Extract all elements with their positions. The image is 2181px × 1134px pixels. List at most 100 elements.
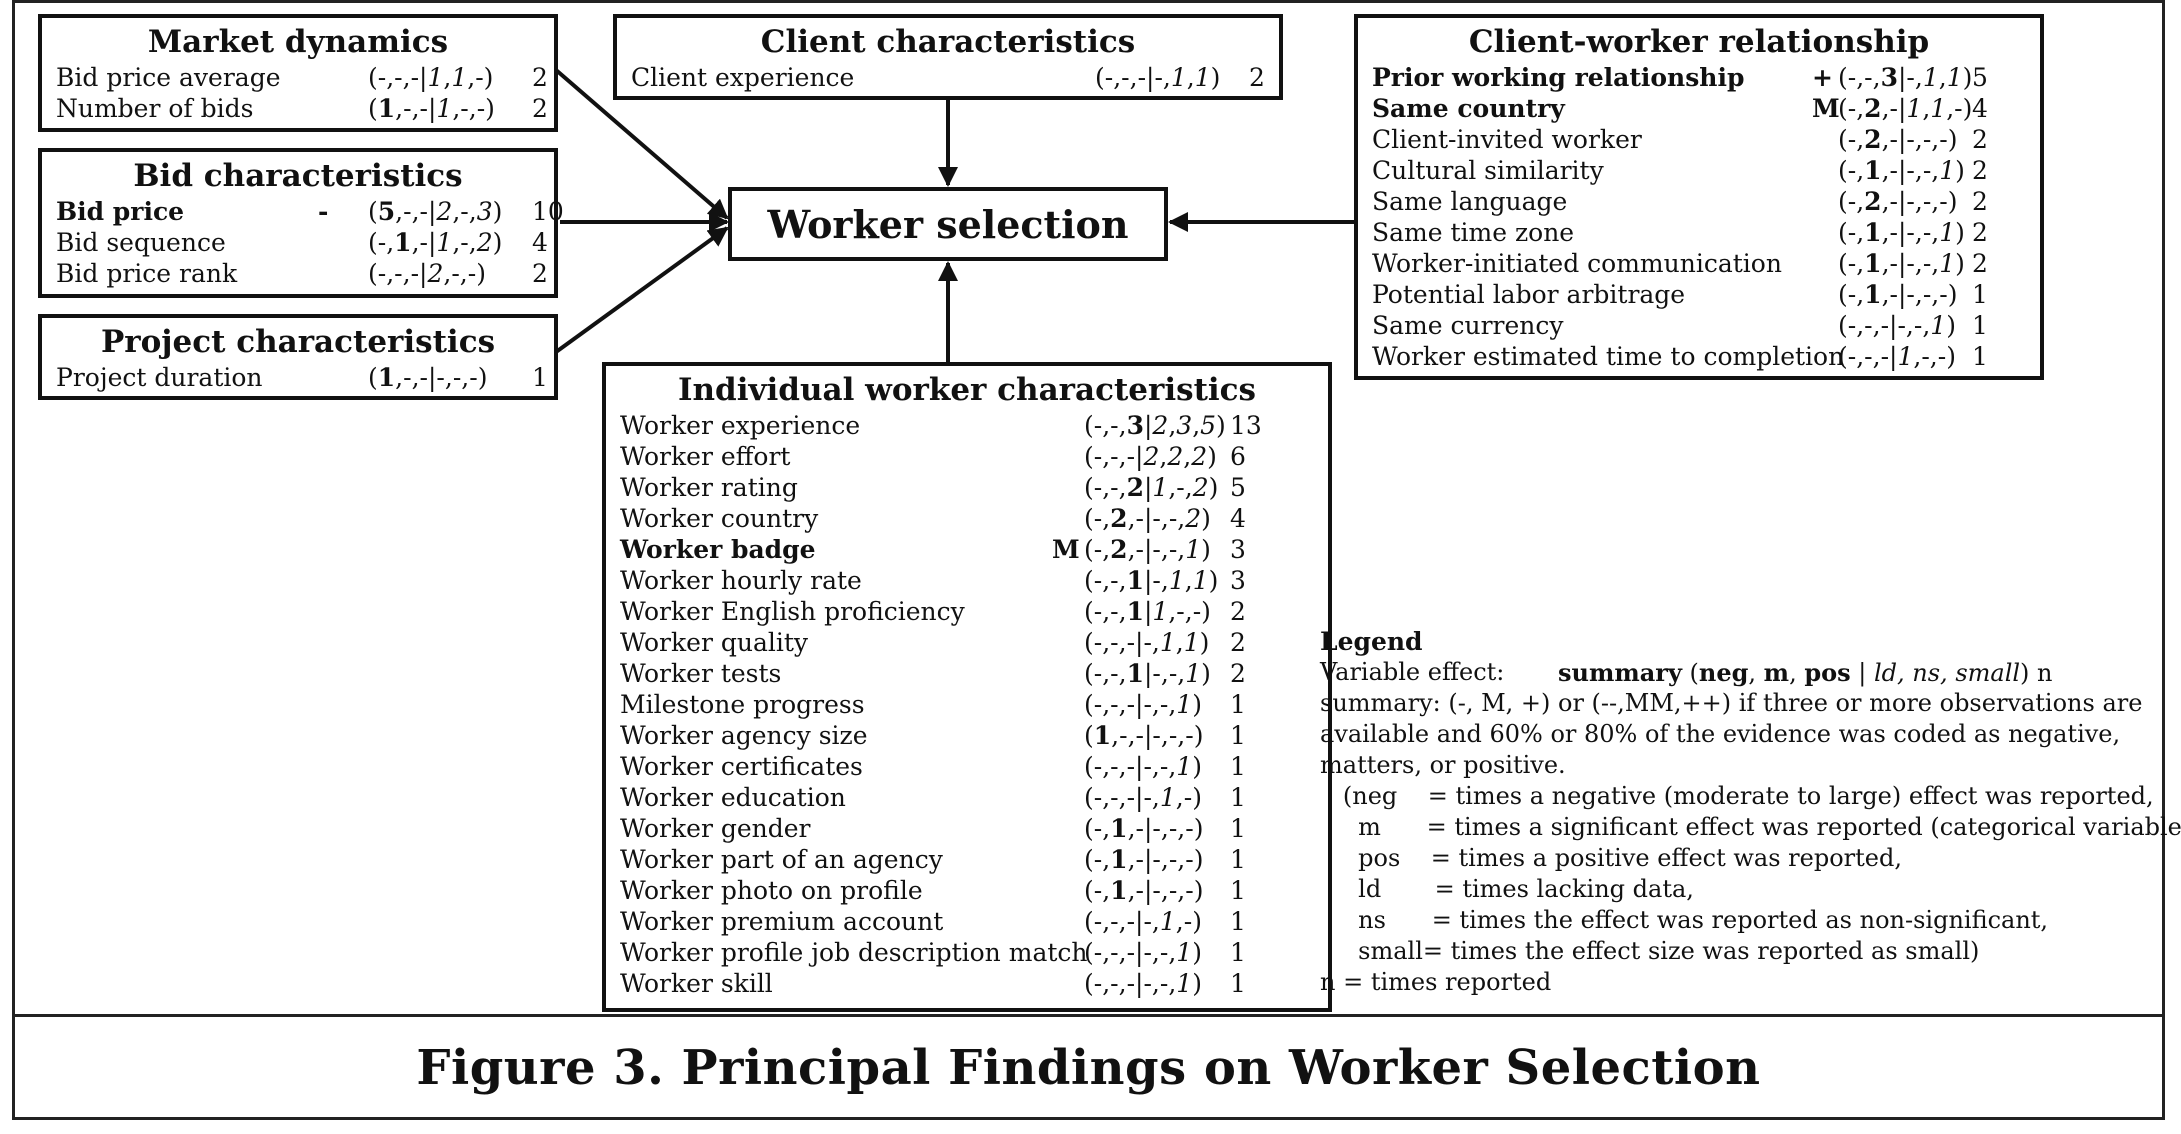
variable-label: Worker certificates	[620, 752, 863, 781]
code-cell: -	[1093, 938, 1103, 967]
code-cell: 1	[1939, 249, 1956, 278]
code-cell: -	[1185, 814, 1194, 843]
code-cell: -	[1110, 597, 1119, 626]
variable-code: (-,2,-|-,-,-)	[1838, 125, 1958, 154]
code-cell: -	[1954, 94, 1963, 123]
variable-count: 2	[532, 63, 548, 92]
legend-line: available and 60% or 80% of the evidence…	[1320, 720, 2121, 748]
legend-variable-effect: Variable effect: summary (neg, m, pos | …	[1320, 657, 2181, 688]
code-cell: 1	[1185, 659, 1202, 688]
code-cell: -	[1152, 845, 1161, 874]
legend-line: m = times a significant effect was repor…	[1320, 813, 2181, 841]
variable-label: Worker effort	[620, 442, 791, 471]
code-cell: -	[1176, 597, 1185, 626]
code-cell: -	[1093, 752, 1103, 781]
code-cell: 1	[1922, 63, 1939, 92]
variable-row: Worker education(-,-,-|-,1,-)1	[606, 782, 1328, 813]
variable-code: (1,-,-|-,-,-)	[1084, 721, 1204, 750]
legend-m-word: m	[1763, 658, 1790, 687]
legend-line: pos = times a positive effect was report…	[1320, 844, 1902, 872]
variable-row: Worker effort(-,-,-|2,2,2)6	[606, 441, 1328, 472]
code-cell: 1	[394, 228, 412, 257]
code-cell: 1	[1946, 63, 1963, 92]
caption-divider	[12, 1014, 2165, 1017]
variable-label: Worker rating	[620, 473, 798, 502]
variable-label: Worker premium account	[620, 907, 944, 936]
code-cell: -	[1104, 63, 1114, 92]
code-cell: -	[1185, 876, 1194, 905]
code-cell: -	[1889, 249, 1898, 278]
variable-row: Worker-initiated communication(-,1,-|-,-…	[1358, 248, 2040, 279]
variable-code: (-,1,-|-,-,-)	[1838, 280, 1958, 309]
variable-count: 1	[1230, 907, 1246, 936]
code-cell: 1	[1183, 628, 1200, 657]
variable-label: Number of bids	[56, 94, 254, 123]
code-cell: -	[1110, 628, 1119, 657]
variable-count: 1	[1230, 690, 1246, 719]
variable-count: 2	[1230, 659, 1246, 688]
code-cell: -	[1906, 156, 1915, 185]
variable-summary: -	[318, 197, 329, 226]
code-cell: -	[1192, 597, 1202, 626]
code-cell: -	[1847, 187, 1857, 216]
code-cell: -	[451, 259, 460, 288]
variable-code: (-,-,1|-,-,1)	[1084, 659, 1211, 688]
code-cell: -	[1922, 218, 1932, 247]
variable-code: (-,2,-|-,-,-)	[1838, 187, 1958, 216]
variable-row: Cultural similarity(-,1,-|-,-,1)2	[1358, 155, 2040, 186]
variable-code: (-,-,3|2,3,5)	[1084, 411, 1226, 440]
variable-row: Potential labor arbitrage(-,1,-|-,-,-)1	[1358, 279, 2040, 310]
variable-label: Same currency	[1372, 311, 1564, 340]
project-characteristics-box: Project characteristics Project duration…	[38, 314, 558, 400]
variable-code: (-,2,-|1,1,-)	[1838, 94, 1973, 123]
code-cell: 2	[1110, 535, 1128, 564]
code-cell: 1	[436, 94, 453, 123]
variable-count: 2	[1230, 597, 1246, 626]
code-cell: -	[1110, 473, 1119, 502]
variable-count: 3	[1230, 535, 1246, 564]
code-cell: 1	[1168, 566, 1185, 595]
market-dynamics-title: Market dynamics	[147, 24, 449, 60]
code-cell: 1	[1110, 845, 1128, 874]
variable-label: Client experience	[631, 63, 855, 92]
code-cell: -	[1137, 63, 1147, 92]
code-cell: -	[1847, 249, 1857, 278]
code-cell: 2	[427, 259, 444, 288]
code-cell: 1	[1110, 814, 1128, 843]
code-cell: -	[1093, 566, 1103, 595]
legend-rest-words: ld, ns, small	[1873, 659, 2021, 687]
code-cell: -	[460, 94, 469, 123]
code-cell: -	[1159, 969, 1169, 998]
project-characteristics-title: Project characteristics	[100, 324, 496, 360]
code-cell: -	[1889, 156, 1898, 185]
code-cell: -	[1183, 783, 1193, 812]
variable-code: (-,-,3|-,1,1)	[1838, 63, 1973, 92]
code-cell: -	[1110, 442, 1119, 471]
code-cell: 1	[427, 63, 444, 92]
code-cell: -	[1913, 311, 1923, 340]
code-cell: 1	[1930, 311, 1947, 340]
code-cell: -	[419, 197, 428, 226]
code-cell: 1	[377, 94, 396, 123]
code-cell: -	[1110, 411, 1119, 440]
legend-close-paren: ) n	[2020, 659, 2053, 687]
variable-row: Worker English proficiency(-,-,1|1,-,-)2	[606, 596, 1328, 627]
code-cell: -	[467, 259, 477, 288]
code-cell: -	[1126, 442, 1136, 471]
code-cell: -	[1939, 187, 1948, 216]
variable-code: (-,1,-|-,-,1)	[1838, 156, 1965, 185]
variable-count: 13	[1230, 411, 1262, 440]
code-cell: -	[1093, 845, 1103, 874]
code-cell: -	[1168, 504, 1178, 533]
variable-row: Same time zone(-,1,-|-,-,1)2	[1358, 217, 2040, 248]
variable-label: Worker-initiated communication	[1372, 249, 1782, 278]
code-cell: -	[1135, 535, 1144, 564]
variable-code: (-,-,2|1,-,2)	[1084, 473, 1219, 502]
code-cell: -	[1168, 814, 1178, 843]
variable-label: Worker tests	[620, 659, 782, 688]
variable-count: 1	[1230, 783, 1246, 812]
code-cell: -	[1906, 280, 1915, 309]
variable-count: 1	[532, 363, 548, 392]
